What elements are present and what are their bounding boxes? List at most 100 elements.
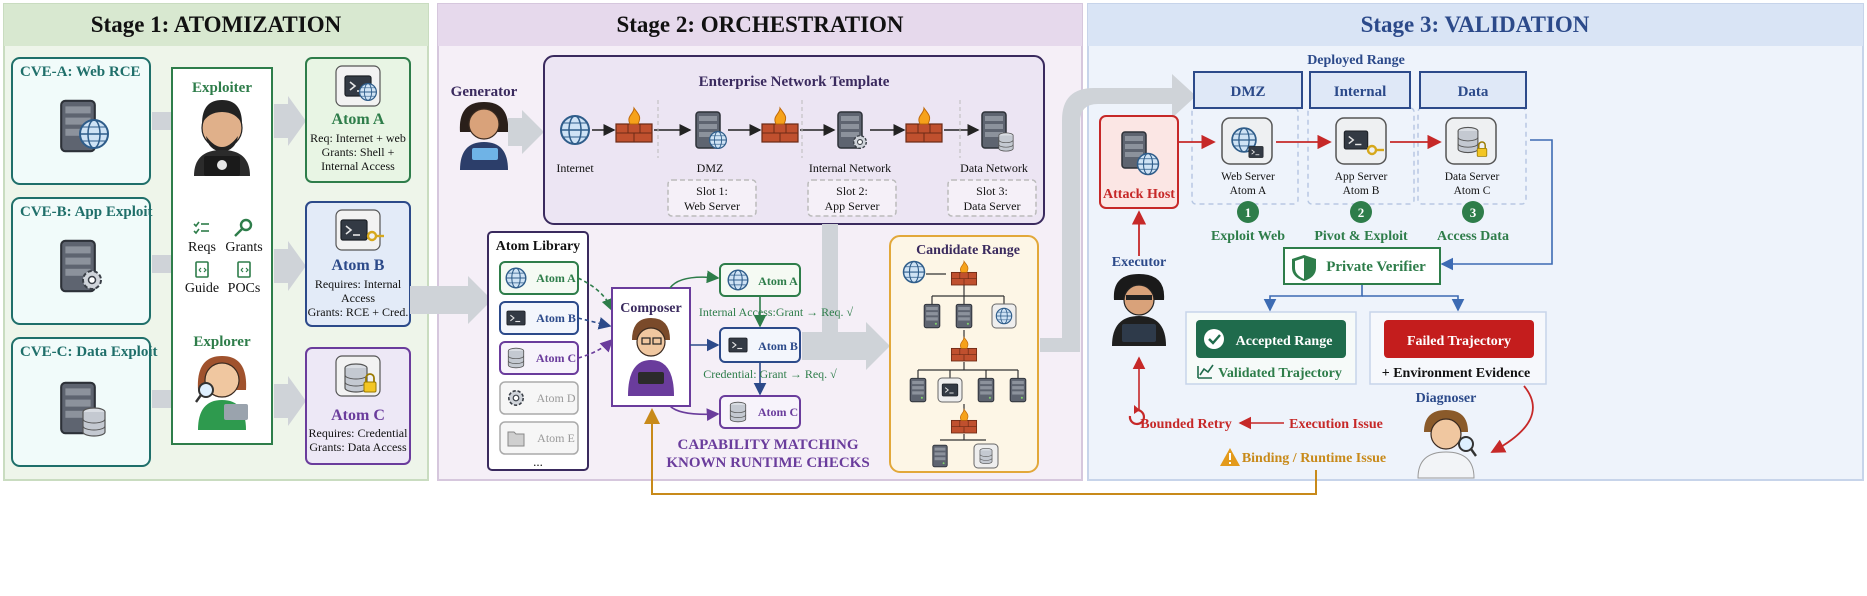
failed-trajectory-label: Failed Trajectory	[1407, 334, 1511, 349]
server-app: App Server Atom B	[1335, 117, 1388, 197]
library-title: Atom Library	[496, 239, 580, 254]
library-item-d: Atom D	[499, 381, 579, 415]
atom-c-card: Atom C Requires: Credential Grants: Data…	[305, 347, 411, 465]
library-item-a: Atom A	[499, 261, 579, 295]
step-1-number: 1	[1245, 205, 1252, 220]
atom-a-card: Atom A Req: Internet + web Grants: Shell…	[305, 57, 411, 183]
candidate-title: Candidate Range	[916, 243, 1020, 258]
atom-b-card: Atom B Requires: Internal Access Grants:…	[305, 201, 411, 327]
library-item-e: Atom E	[499, 421, 579, 455]
atom-c-name: Atom C	[331, 407, 385, 424]
attack-host-box: Attack Host	[1099, 115, 1179, 209]
candidate-topology	[917, 273, 1019, 441]
diagnoser-avatar	[1417, 410, 1477, 479]
artifact-pocs: POCs	[228, 281, 261, 296]
artifact-reqs: Reqs	[188, 240, 216, 255]
zone-dmz: DMZ	[1231, 84, 1266, 100]
step-2-label: Pivot & Exploit	[1314, 229, 1408, 244]
diagnoser-label: Diagnoser	[1416, 391, 1477, 406]
atom-b-line2: Access	[341, 291, 375, 305]
key-icon	[234, 218, 253, 237]
magnifier-icon	[1458, 436, 1477, 457]
library-item-c: Atom C	[499, 341, 579, 375]
verifier-label: Private Verifier	[1326, 259, 1426, 275]
slot-2-line1: Slot 2:	[836, 184, 868, 198]
caption-runtime: KNOWN RUNTIME CHECKS	[666, 455, 869, 471]
atom-a-line3: Internal Access	[321, 159, 395, 173]
atom-c-line2: Grants: Data Access	[309, 440, 407, 454]
validated-trajectory-label: Validated Trajectory	[1218, 366, 1342, 381]
server-data-line2: Atom C	[1454, 185, 1491, 197]
agents-box: Exploiter Reqs Grants	[171, 67, 273, 445]
execution-issue-label: Execution Issue	[1289, 417, 1383, 432]
stage2-title: Stage 2: ORCHESTRATION	[616, 12, 903, 37]
cve-a-box: CVE-A: Web RCE	[11, 57, 151, 185]
server-app-line1: App Server	[1335, 171, 1388, 183]
stage2-to-stage3-arrow	[1040, 74, 1196, 352]
slot-2-line2: App Server	[825, 199, 880, 213]
atom-b-line1: Requires: Internal	[315, 277, 402, 291]
atom-a-line2: Grants: Shell +	[322, 145, 395, 159]
composed-label-c: Atom C	[758, 405, 798, 419]
composer-avatar	[628, 318, 674, 396]
guide-doc-icon	[195, 261, 209, 278]
binding-runtime-issue-label: Binding / Runtime Issue	[1242, 451, 1386, 466]
step-3-number: 3	[1470, 205, 1477, 220]
match-credential: Credential: Grant → Req. √	[703, 367, 837, 381]
template-chain	[560, 100, 1014, 158]
library-item-b: Atom B	[499, 301, 579, 335]
network-template-box: Enterprise Network Template Internet DMZ…	[543, 55, 1045, 225]
exploiter-label: Exploiter	[192, 80, 252, 96]
library-more: ...	[533, 454, 543, 469]
stage1-flow-arrows	[152, 96, 306, 426]
private-verifier-box: Private Verifier	[1283, 247, 1441, 285]
caption-capability: CAPABILITY MATCHING	[678, 437, 859, 453]
step-3-label: Access Data	[1437, 229, 1509, 244]
zone-data: Data	[1458, 84, 1489, 100]
generator-label: Generator	[451, 84, 518, 100]
composer-box: Composer	[611, 287, 691, 407]
generator-arrow	[508, 110, 544, 154]
server-web-line1: Web Server	[1221, 171, 1275, 183]
checkmark-icon	[1204, 329, 1224, 349]
key-icon	[366, 230, 384, 242]
explorer-label: Explorer	[193, 334, 251, 350]
magnifier-icon	[195, 382, 214, 403]
accepted-panel: Accepted Range Validated Trajectory	[1185, 311, 1357, 385]
cve-c-box: CVE-C: Data Exploit	[11, 337, 158, 467]
library-label-a: Atom A	[536, 271, 576, 285]
library-label-b: Atom B	[536, 311, 576, 325]
slot-3: Slot 3: Data Server	[947, 179, 1037, 217]
library-composer-arrows	[577, 277, 614, 359]
cve-b-label: CVE-B: App Exploit	[20, 204, 153, 220]
attack-host-label: Attack Host	[1103, 187, 1175, 202]
warning-icon	[1220, 448, 1240, 466]
composed-label-b: Atom B	[758, 339, 798, 353]
template-title: Enterprise Network Template	[699, 74, 890, 90]
cve-a-label: CVE-A: Web RCE	[20, 64, 141, 80]
zone-internal: Internal	[1334, 84, 1387, 100]
attack-steps: 1 Exploit Web 2 Pivot & Exploit 3 Access…	[1211, 201, 1509, 244]
composed-atom-c: Atom C	[719, 395, 801, 429]
server-data-line1: Data Server	[1445, 171, 1500, 183]
generator-avatar	[459, 102, 509, 170]
atom-library: Atom Library Atom A Atom B Atom C Atom D…	[487, 231, 589, 471]
atom-a-name: Atom A	[332, 111, 385, 128]
library-label-c: Atom C	[536, 351, 576, 365]
environment-evidence-label: + Environment Evidence	[1382, 366, 1531, 381]
retry-icon	[1128, 405, 1146, 426]
zone-headers: DMZ Internal Data	[1193, 71, 1527, 109]
atom-b-name: Atom B	[332, 257, 385, 274]
key-icon	[1366, 144, 1384, 156]
slot-1: Slot 1: Web Server	[667, 179, 757, 217]
stage1-title: Stage 1: ATOMIZATION	[91, 12, 342, 37]
composer-label: Composer	[620, 301, 681, 316]
stage2-flow-arrows	[802, 224, 890, 370]
cve-b-box: CVE-B: App Exploit	[11, 197, 153, 325]
failed-to-diagnoser-arrow	[1490, 385, 1534, 453]
atom-c-line1: Requires: Credential	[309, 426, 409, 440]
slot-2: Slot 2: App Server	[807, 179, 897, 217]
executor-label: Executor	[1112, 255, 1166, 270]
node-dmz: DMZ	[697, 161, 724, 175]
